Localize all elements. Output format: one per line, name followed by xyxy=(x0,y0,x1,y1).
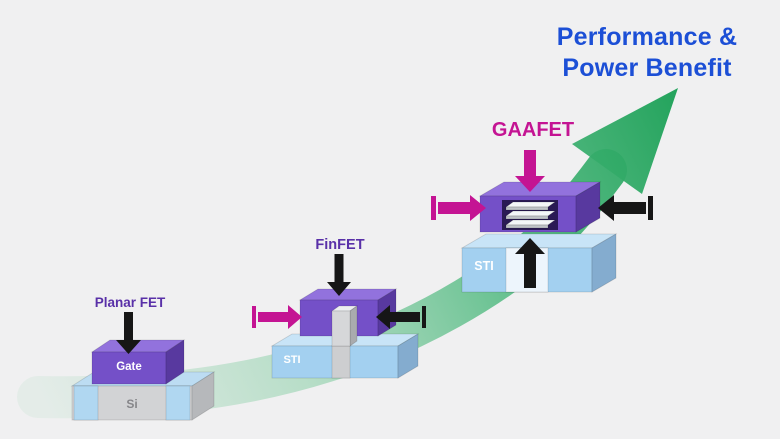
gaafet-nanosheet-stack xyxy=(504,201,557,229)
gaafet-down-magenta-arrow-icon xyxy=(515,150,545,192)
finfet-sti-label: STI xyxy=(283,354,301,366)
si-label: Si xyxy=(126,397,138,411)
finfet-left-arrow-tail-bar xyxy=(252,306,256,328)
planar-gate-side-face xyxy=(165,339,185,385)
finfet-base-side-face xyxy=(397,333,419,379)
gaafet-up-arrow-icon xyxy=(515,238,545,288)
planar-sti-strip-left xyxy=(73,385,99,421)
planar-fet-label: Planar FET xyxy=(94,295,166,310)
gaafet-base-side-face xyxy=(591,233,617,293)
finfet-right-black-arrow-icon xyxy=(376,305,420,329)
gaafet-left-arrow-tail-bar xyxy=(431,196,436,220)
planar-gate-front-face xyxy=(91,351,167,385)
growth-arrowhead xyxy=(572,88,678,194)
gate-label: Gate xyxy=(116,361,142,373)
planar-fet-illustration xyxy=(70,312,216,421)
gaafet-base-top-face xyxy=(460,233,618,249)
finfet-fin-notch xyxy=(331,345,351,379)
finfet-fin-front-face xyxy=(331,310,351,347)
planar-substrate-side-face xyxy=(191,371,215,421)
finfet-label: FinFET xyxy=(315,237,365,253)
finfet-right-arrow-tail-bar xyxy=(422,306,426,328)
page-title-line1: Performance & xyxy=(556,23,738,51)
finfet-left-magenta-arrow-icon xyxy=(258,305,302,329)
planar-down-arrow-icon xyxy=(116,312,141,354)
nanosheet-middle-edge xyxy=(505,215,549,220)
gaafet-left-magenta-arrow-icon xyxy=(438,195,486,221)
gaafet-label: GAAFET xyxy=(491,119,575,141)
nanosheet-middle xyxy=(504,210,557,217)
nanosheet-bottom-edge xyxy=(505,224,549,229)
gaafet-right-black-arrow-icon xyxy=(598,195,646,221)
nanosheet-top xyxy=(504,201,557,208)
finfet-fin-side-face xyxy=(349,305,358,347)
gaafet-right-arrow-tail-bar xyxy=(648,196,653,220)
gaafet-illustration xyxy=(431,150,653,293)
finfet-illustration xyxy=(252,254,426,379)
gaafet-gate-side-face xyxy=(575,181,601,233)
planar-sti-strip-right xyxy=(165,385,191,421)
finfet-down-arrow-icon xyxy=(327,254,351,296)
page-title: Performance & Power Benefit xyxy=(537,22,757,84)
gaafet-sti-label: STI xyxy=(474,259,494,273)
nanosheet-top-edge xyxy=(505,206,549,211)
nanosheet-bottom xyxy=(504,219,557,226)
page-title-line2: Power Benefit xyxy=(562,54,732,82)
